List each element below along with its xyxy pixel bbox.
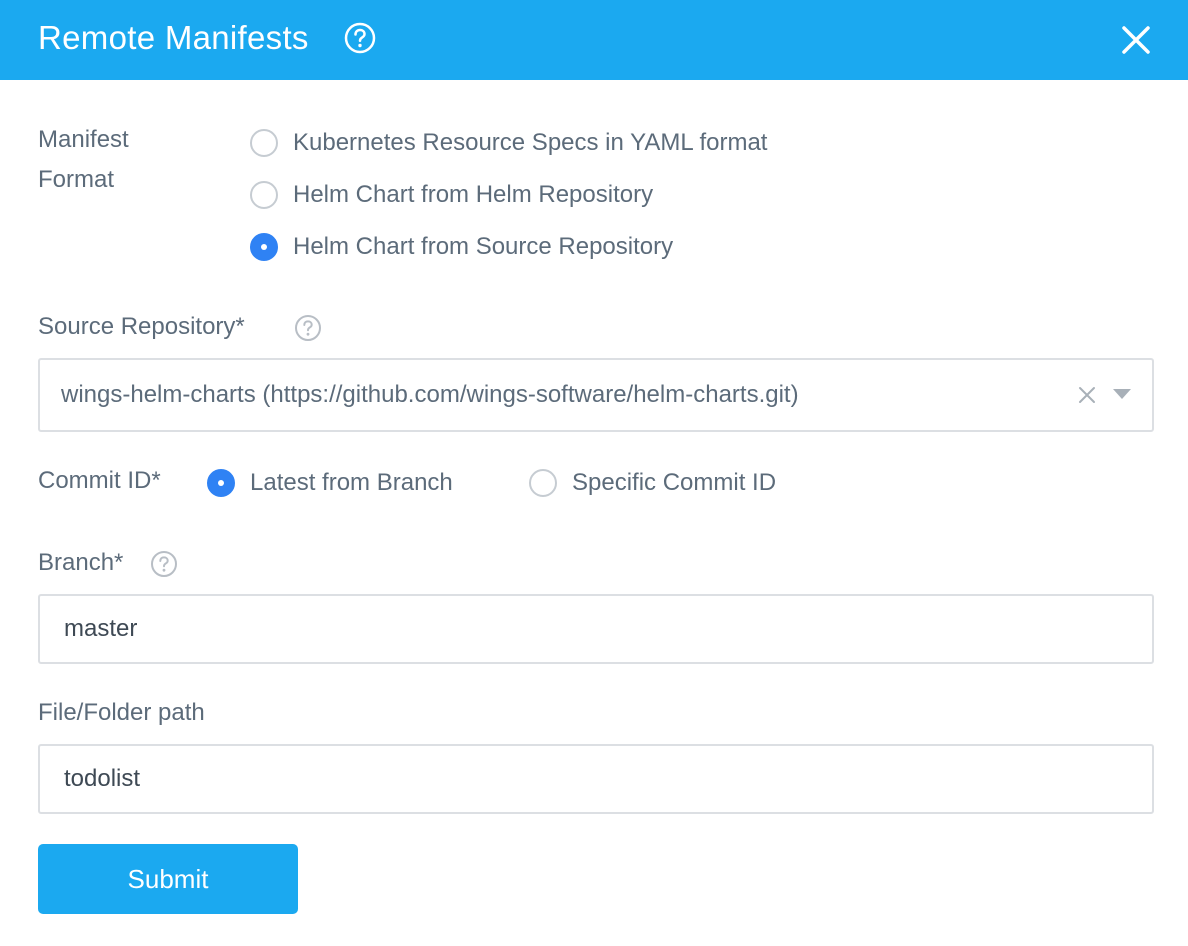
manifest-format-option-label: Helm Chart from Source Repository (293, 233, 674, 260)
branch-input[interactable] (38, 594, 1154, 664)
manifest-format-label-line1: Manifest (38, 126, 129, 153)
commit-id-option-label: Latest from Branch (250, 469, 453, 496)
file-folder-path-input[interactable] (38, 744, 1154, 814)
radio-checked-icon[interactable] (207, 469, 235, 497)
commit-id-option-specific-commit-id[interactable]: Specific Commit ID (529, 463, 776, 503)
manifest-format-option-helm-repository[interactable]: Helm Chart from Helm Repository (250, 175, 653, 215)
radio-unchecked-icon[interactable] (529, 469, 557, 497)
help-icon[interactable] (344, 22, 376, 54)
commit-id-option-latest-from-branch[interactable]: Latest from Branch (207, 463, 453, 503)
file-folder-path-label: File/Folder path (38, 699, 205, 726)
help-icon[interactable] (294, 314, 322, 342)
manifest-format-option-label: Helm Chart from Helm Repository (293, 181, 654, 208)
radio-unchecked-icon[interactable] (250, 181, 278, 209)
source-repository-value: wings-helm-charts (https://github.com/wi… (61, 381, 799, 408)
radio-checked-icon[interactable] (250, 233, 278, 261)
manifest-format-option-kubernetes[interactable]: Kubernetes Resource Specs in YAML format (250, 123, 767, 163)
source-repository-select[interactable]: wings-helm-charts (https://github.com/wi… (38, 358, 1154, 432)
manifest-format-label-line2: Format (38, 166, 115, 193)
radio-unchecked-icon[interactable] (250, 129, 278, 157)
manifest-format-option-source-repository[interactable]: Helm Chart from Source Repository (250, 227, 673, 267)
chevron-down-icon[interactable] (1112, 388, 1132, 400)
source-repository-label: Source Repository* (38, 313, 245, 340)
submit-button[interactable]: Submit (38, 844, 298, 914)
close-icon[interactable] (1117, 21, 1155, 59)
manifest-format-option-label: Kubernetes Resource Specs in YAML format (293, 129, 768, 156)
dialog-header: Remote Manifests (0, 0, 1188, 80)
commit-id-option-label: Specific Commit ID (572, 469, 777, 496)
help-icon[interactable] (150, 550, 178, 578)
dialog-title: Remote Manifests (38, 19, 309, 56)
clear-icon[interactable] (1076, 384, 1098, 406)
branch-label: Branch* (38, 549, 124, 576)
commit-id-label: Commit ID* (38, 467, 161, 494)
